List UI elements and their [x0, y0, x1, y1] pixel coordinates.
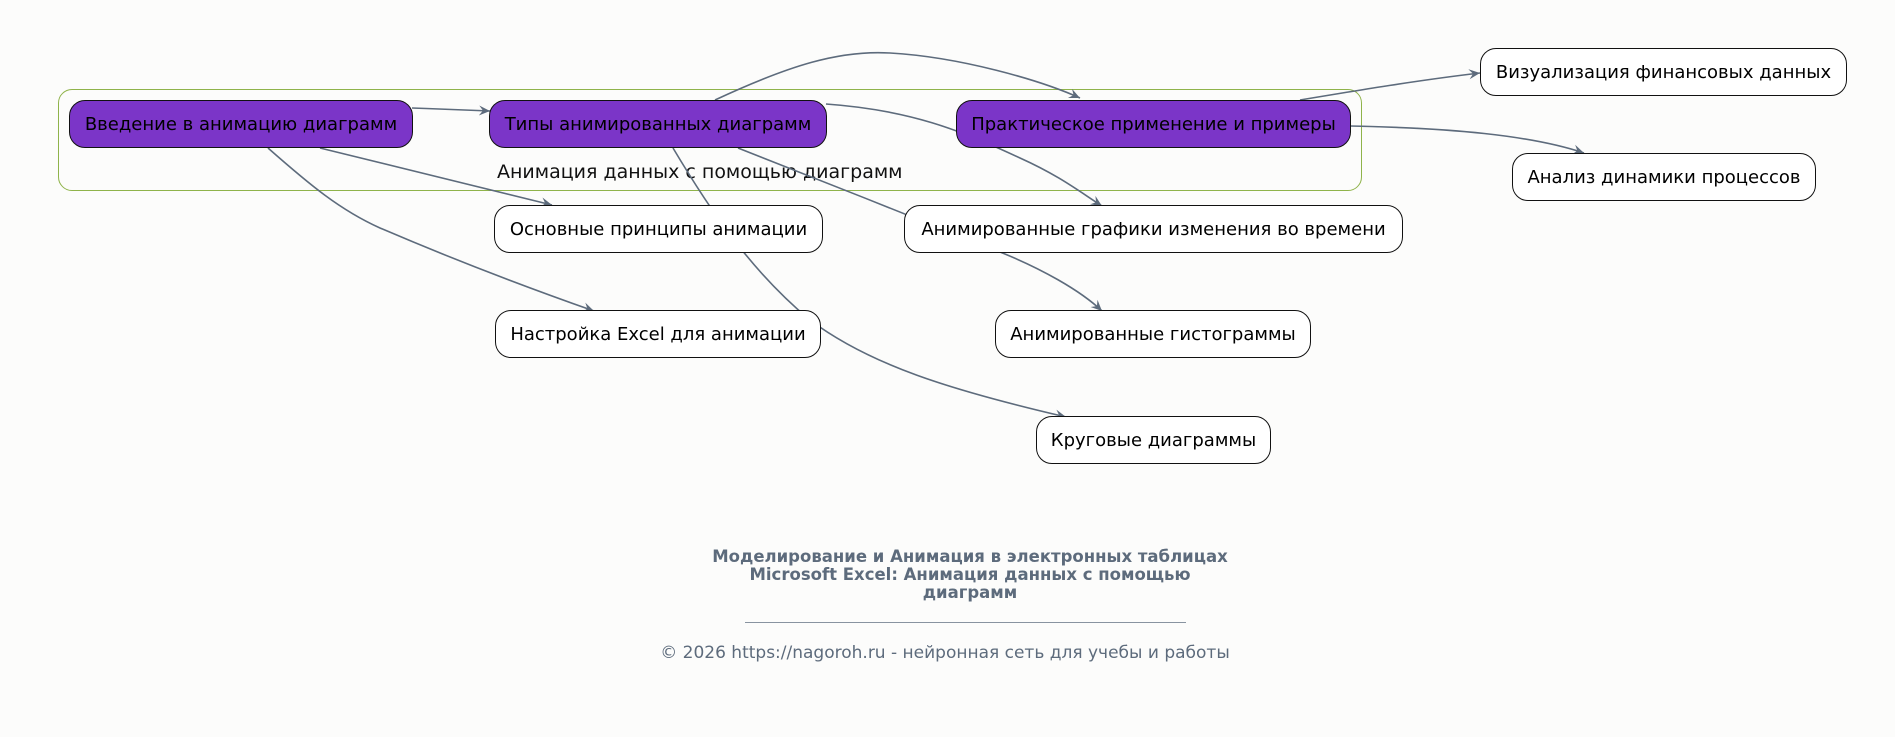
node-excel-setup: Настройка Excel для анимации	[495, 310, 821, 358]
node-finance-viz: Визуализация финансовых данных	[1480, 48, 1847, 96]
cluster-label: Анимация данных с помощью диаграмм	[497, 161, 903, 183]
node-time-graphs-label: Анимированные графики изменения во време…	[921, 218, 1386, 240]
node-pie-charts: Круговые диаграммы	[1036, 416, 1271, 464]
node-dynamics-label: Анализ динамики процессов	[1527, 166, 1801, 188]
node-practice-label: Практическое применение и примеры	[971, 113, 1336, 135]
node-histograms: Анимированные гистограммы	[995, 310, 1311, 358]
node-types-label: Типы анимированных диаграмм	[504, 113, 812, 135]
node-practice: Практическое применение и примеры	[956, 100, 1351, 148]
node-excel-setup-label: Настройка Excel для анимации	[510, 323, 806, 345]
node-dynamics: Анализ динамики процессов	[1512, 153, 1816, 201]
node-histograms-label: Анимированные гистограммы	[1010, 323, 1296, 345]
node-intro-label: Введение в анимацию диаграмм	[84, 113, 398, 135]
node-types: Типы анимированных диаграмм	[489, 100, 827, 148]
node-intro: Введение в анимацию диаграмм	[69, 100, 413, 148]
node-principles: Основные принципы анимации	[494, 205, 823, 253]
footer-divider	[745, 622, 1186, 623]
node-time-graphs: Анимированные графики изменения во време…	[904, 205, 1403, 253]
edge-practice-dynamics	[1349, 125, 1585, 155]
footer-title: Моделирование и Анимация в электронных т…	[712, 547, 1228, 602]
footer-copyright: © 2026 https://nagoroh.ru - нейронная се…	[660, 643, 1230, 663]
node-principles-label: Основные принципы анимации	[509, 218, 808, 240]
node-pie-charts-label: Круговые диаграммы	[1050, 429, 1257, 451]
node-finance-viz-label: Визуализация финансовых данных	[1495, 61, 1832, 83]
